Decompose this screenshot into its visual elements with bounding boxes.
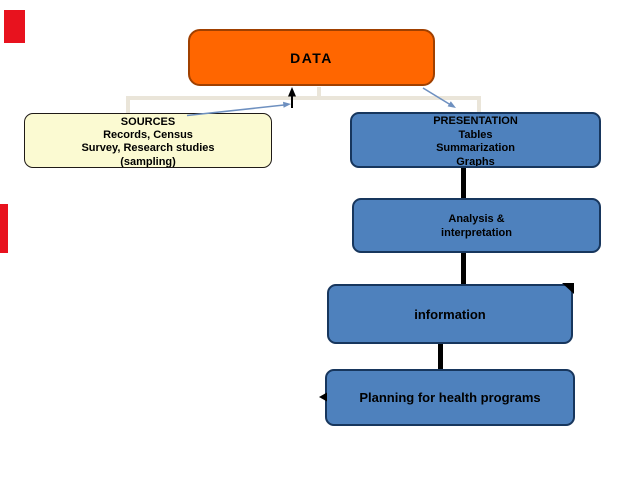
node-sources-line-3: Survey, Research studies: [81, 142, 215, 155]
connector-information-planning: [438, 343, 443, 370]
connector-analysis-information: [461, 252, 466, 285]
node-analysis-line-2: interpretation: [441, 226, 512, 239]
node-information: information: [327, 284, 573, 344]
node-planning: Planning for health programs: [325, 369, 575, 426]
node-sources-line-4: (sampling): [120, 155, 176, 168]
red-accent-fragment-left-edge: [0, 204, 8, 253]
node-presentation-line-2: Tables: [458, 128, 493, 141]
node-information-label: information: [414, 306, 486, 322]
beige-connector-horizontal: [126, 96, 481, 100]
node-presentation-line-3: Summarization: [436, 142, 515, 154]
node-data-label: DATA: [290, 49, 333, 66]
beige-connector-drop-left: [126, 96, 130, 114]
beige-connector-drop-right: [477, 96, 481, 113]
node-analysis: Analysis & interpretation: [352, 198, 601, 253]
node-analysis-line-1: Analysis &: [448, 212, 505, 225]
node-planning-label: Planning for health programs: [359, 390, 541, 405]
node-presentation: PRESENTATION Tables Summarization Graphs: [350, 112, 601, 168]
red-accent-fragment-top-left: [4, 10, 25, 43]
node-data: DATA: [188, 29, 435, 86]
connector-presentation-analysis: [461, 167, 466, 199]
node-sources-title: SOURCES: [120, 116, 176, 128]
node-sources: SOURCES Records, Census Survey, Research…: [24, 113, 272, 168]
node-sources-line-2: Records, Census: [103, 129, 193, 142]
beige-connector-stem: [317, 87, 321, 98]
node-presentation-title: PRESENTATION: [433, 115, 518, 127]
node-presentation-line-4: Graphs: [456, 155, 495, 168]
